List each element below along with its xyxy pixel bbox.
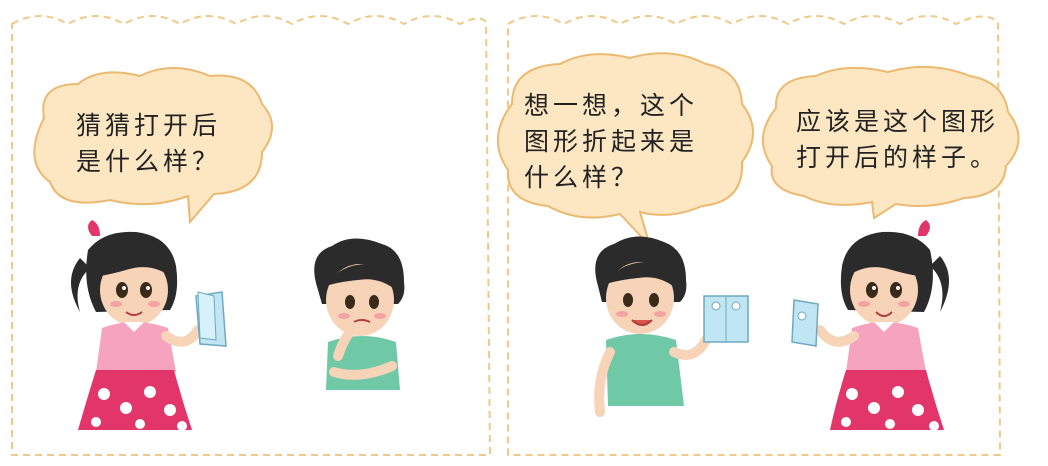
speech-bubble-boy-right — [496, 52, 754, 247]
speech-line: 图形折起来是 — [524, 127, 699, 156]
speech-line: 猜猜打开后 — [76, 111, 222, 140]
speech-line: 打开后的样子。 — [796, 143, 1000, 172]
boy-figure-right — [594, 236, 749, 417]
speech-text-girl-left: 猜猜打开后 是什么样？ — [76, 108, 221, 180]
speech-line: 应该是这个图形 — [796, 107, 1000, 136]
speech-bubble-girl-left — [33, 67, 273, 225]
speech-text-boy-right: 想一想，这个 图形折起来是 什么样？ — [524, 88, 698, 196]
girl-figure-left — [71, 220, 227, 431]
speech-line: 什么样？ — [524, 163, 641, 192]
girl-figure-right — [791, 220, 949, 431]
speech-line: 是什么样？ — [76, 147, 222, 176]
boy-figure-left — [314, 238, 405, 390]
speech-line: 想一想，这个 — [524, 91, 699, 120]
speech-text-girl-right: 应该是这个图形 打开后的样子。 — [796, 104, 999, 176]
speech-bubble-girl-right — [761, 65, 1020, 220]
